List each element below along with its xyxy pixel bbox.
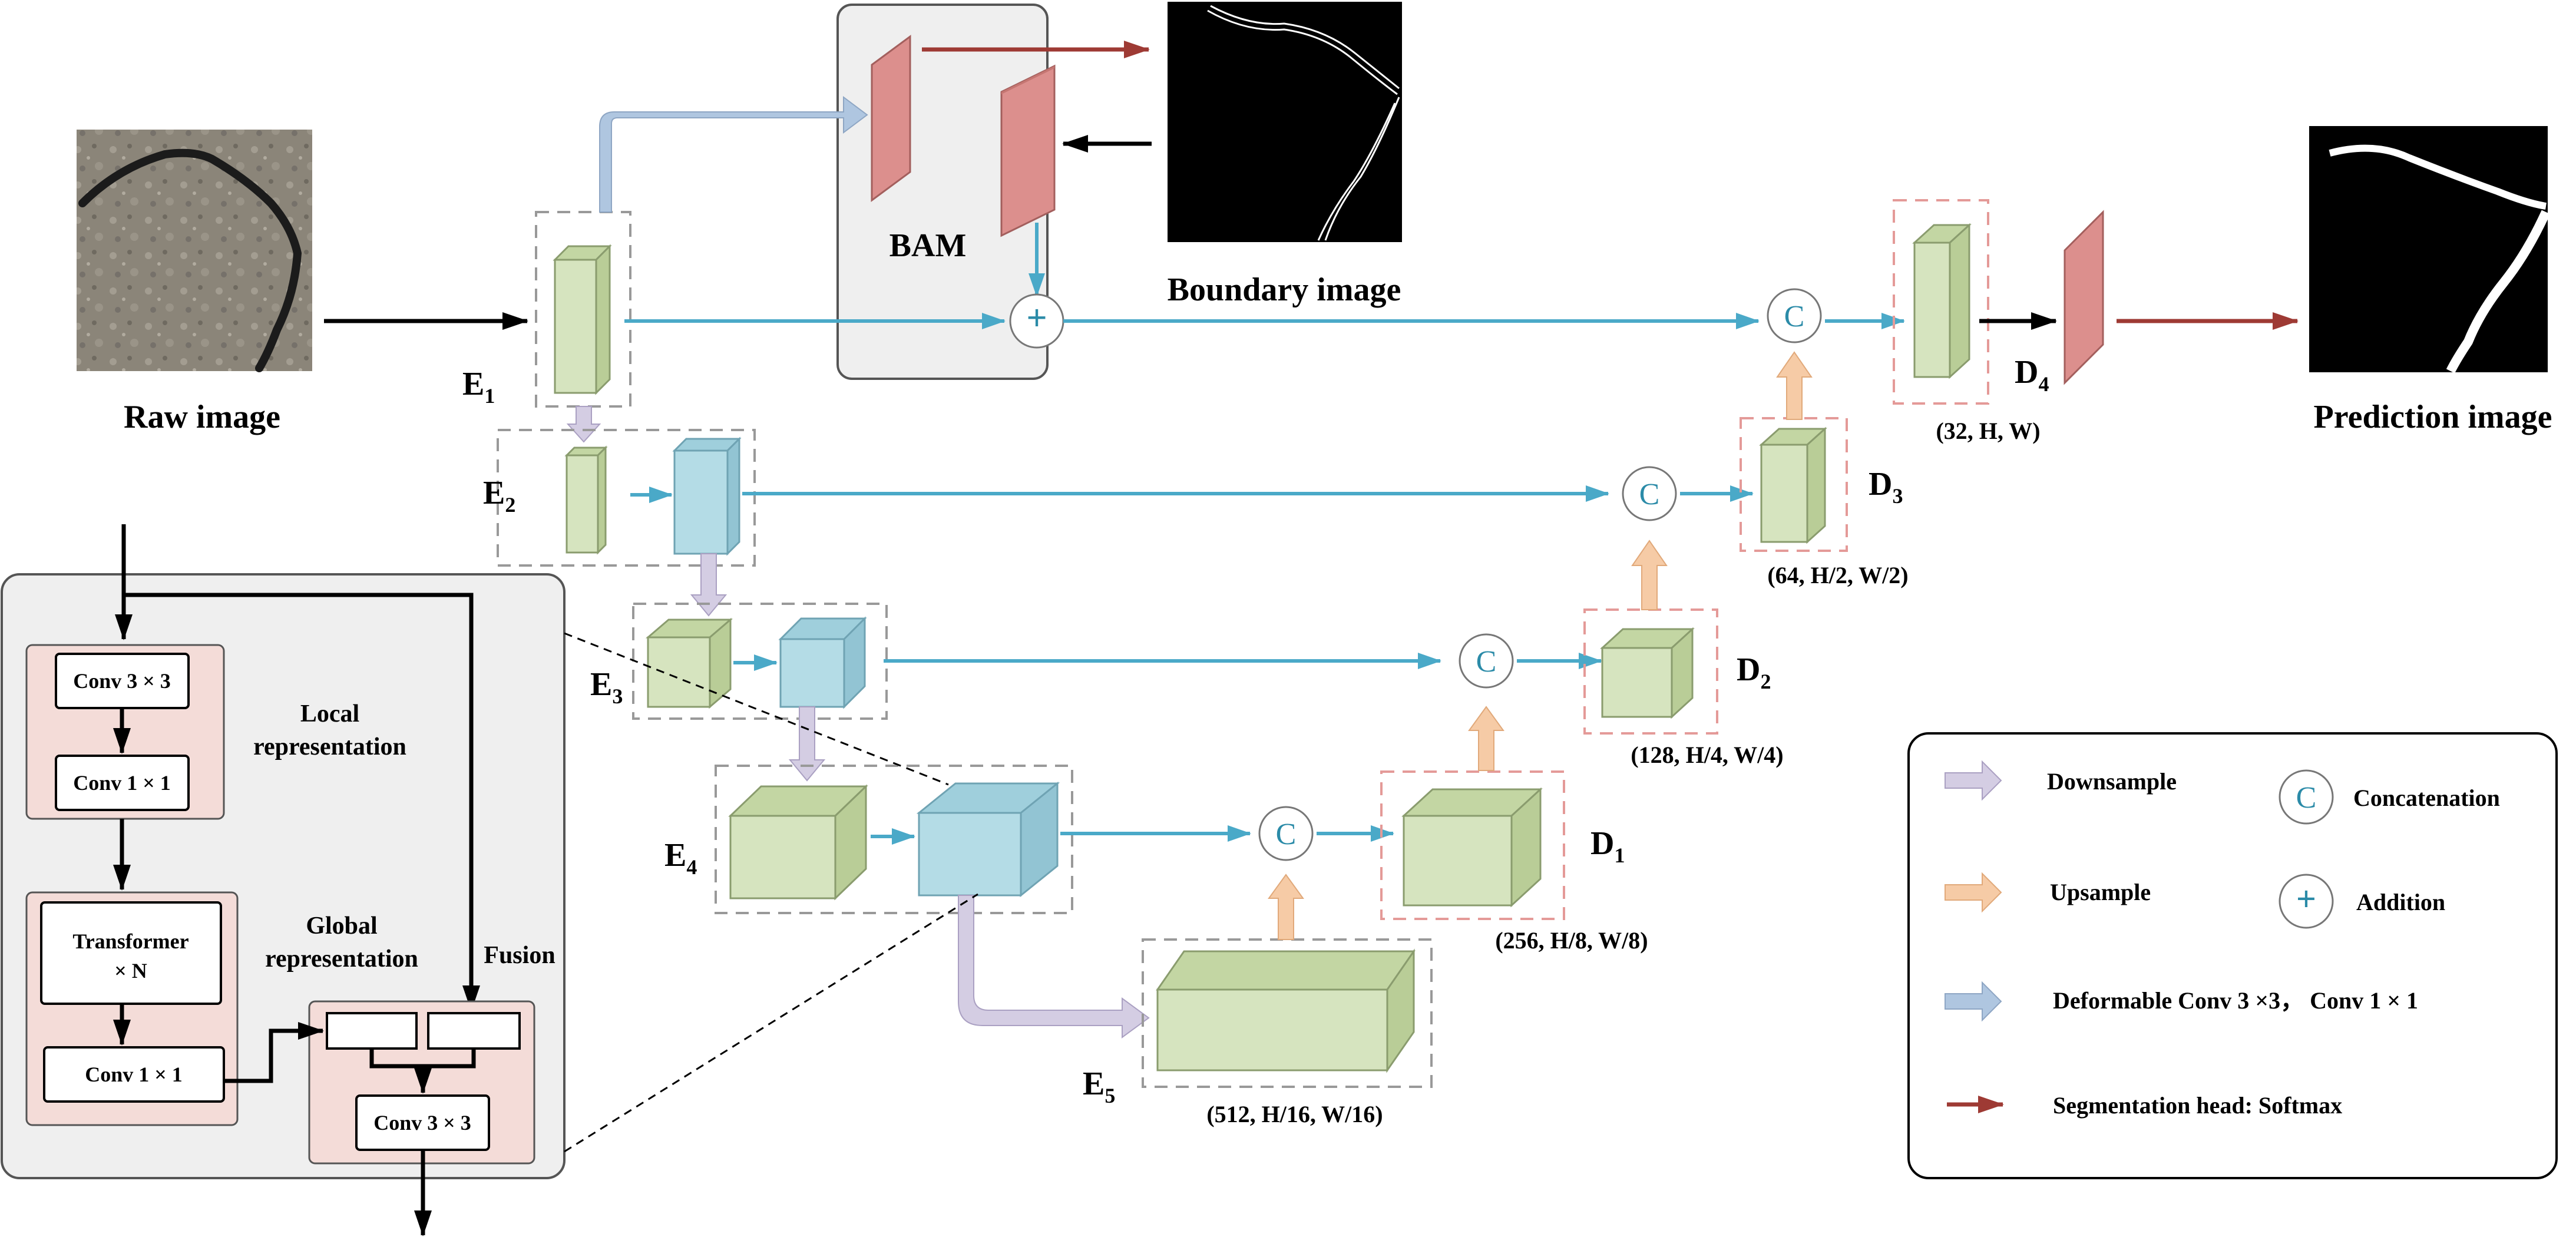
concat-node-3 — [1622, 466, 1677, 521]
downsample-arrow-e2 — [690, 553, 728, 617]
bam-feature-block-left — [871, 35, 911, 202]
encoder-stage-e3 — [632, 603, 888, 720]
legend-deformable: Deformable Conv 3 ×3， Conv 1 × 1 — [2053, 987, 2418, 1014]
decoder-stage-d1 — [1380, 770, 1565, 920]
legend-downsample-swatch — [1945, 760, 2002, 801]
legend-upsample: Upsample — [2050, 879, 2151, 905]
svg-text:Conv 1 × 1: Conv 1 × 1 — [73, 771, 171, 795]
zoom-line-bottom — [564, 893, 978, 1153]
fusion-label: Fusion — [484, 942, 555, 969]
bam-label: BAM — [889, 227, 967, 264]
downsample-arrow-e3 — [788, 706, 826, 782]
d3-dims: (64, H/2, W/2) — [1767, 562, 1908, 588]
concat-node-1 — [1258, 806, 1314, 861]
svg-text:C: C — [1476, 645, 1497, 679]
legend-seg-head: Segmentation head: Softmax — [2053, 1092, 2342, 1119]
encoder-stage-e4 — [715, 765, 1073, 914]
encoder-stage-e1 — [535, 211, 631, 408]
prediction-image — [2309, 126, 2551, 373]
svg-text:C: C — [1276, 818, 1297, 851]
fusion-input-right — [427, 1012, 521, 1050]
svg-text:C: C — [1639, 478, 1660, 511]
legend-addition-icon — [2279, 874, 2334, 929]
addition-symbol: + — [1026, 298, 1047, 338]
svg-text:+: + — [2296, 879, 2316, 918]
transformer-box — [40, 901, 222, 1005]
e2-label: E2 — [483, 475, 515, 517]
concat-node-4 — [1767, 288, 1822, 343]
svg-text:Conv 1 × 1: Conv 1 × 1 — [85, 1063, 183, 1086]
upsample-arrow-d3 — [1776, 351, 1813, 420]
legend-concat-icon — [2279, 769, 2334, 825]
segmentation-head-block — [2064, 210, 2104, 385]
encoder-stage-e5 — [1142, 938, 1433, 1088]
raw-image — [77, 130, 312, 372]
e3-label: E3 — [590, 666, 623, 708]
e1-label: E1 — [462, 366, 495, 408]
legend-upsample-swatch — [1945, 872, 2002, 913]
upsample-arrow-d2 — [1631, 540, 1668, 610]
d1-label: D1 — [1590, 825, 1625, 867]
svg-text:Conv 3 × 3: Conv 3 × 3 — [73, 669, 171, 693]
legend-downsample: Downsample — [2047, 768, 2177, 795]
legend-concatenation: Concatenation — [2353, 785, 2500, 811]
fusion-input-left — [326, 1012, 418, 1050]
downsample-arrow-e4 — [958, 895, 1150, 1038]
decoder-stage-d4 — [1893, 199, 1989, 405]
e5-dims: (512, H/16, W/16) — [1206, 1101, 1383, 1127]
prediction-image-caption: Prediction image — [2314, 399, 2552, 435]
encoder-stage-e2 — [497, 429, 756, 567]
svg-text:C: C — [2296, 781, 2317, 815]
d3-label: D3 — [1869, 466, 1903, 508]
concat-node-2 — [1459, 633, 1514, 689]
bam-module: + BAM — [836, 4, 1152, 380]
legend-addition: Addition — [2356, 889, 2445, 915]
legend: Downsample Upsample Deformable Conv 3 ×3… — [1907, 732, 2558, 1179]
deformable-arrow — [599, 96, 868, 213]
d4-dims: (32, H, W) — [1936, 418, 2040, 444]
bam-feature-block-right — [1000, 64, 1056, 237]
boundary-image — [1168, 2, 1402, 242]
svg-text:C: C — [1784, 300, 1805, 333]
decoder-stage-d2 — [1583, 608, 1718, 735]
downsample-arrow-e1 — [566, 406, 601, 443]
conv1x1-local — [55, 755, 190, 811]
e5-label: E5 — [1083, 1066, 1115, 1107]
zoom-line-top — [564, 632, 949, 786]
boundary-image-caption: Boundary image — [1168, 272, 1401, 308]
conv1x1-global — [43, 1046, 225, 1103]
e4-label: E4 — [664, 837, 697, 879]
upsample-arrow-e5 — [1268, 874, 1304, 940]
d2-label: D2 — [1737, 651, 1771, 693]
raw-image-caption: Raw image — [124, 399, 280, 435]
svg-text:Conv 3 × 3: Conv 3 × 3 — [373, 1111, 471, 1135]
legend-deformable-swatch — [1945, 981, 2002, 1022]
svg-text:Transformer× N: Transformer× N — [72, 930, 189, 983]
d1-dims: (256, H/8, W/8) — [1495, 927, 1648, 954]
d2-dims: (128, H/4, W/4) — [1631, 742, 1783, 768]
d4-label: D4 — [2015, 354, 2049, 396]
upsample-arrow-d1 — [1468, 706, 1504, 771]
decoder-stage-d3 — [1740, 417, 1848, 552]
